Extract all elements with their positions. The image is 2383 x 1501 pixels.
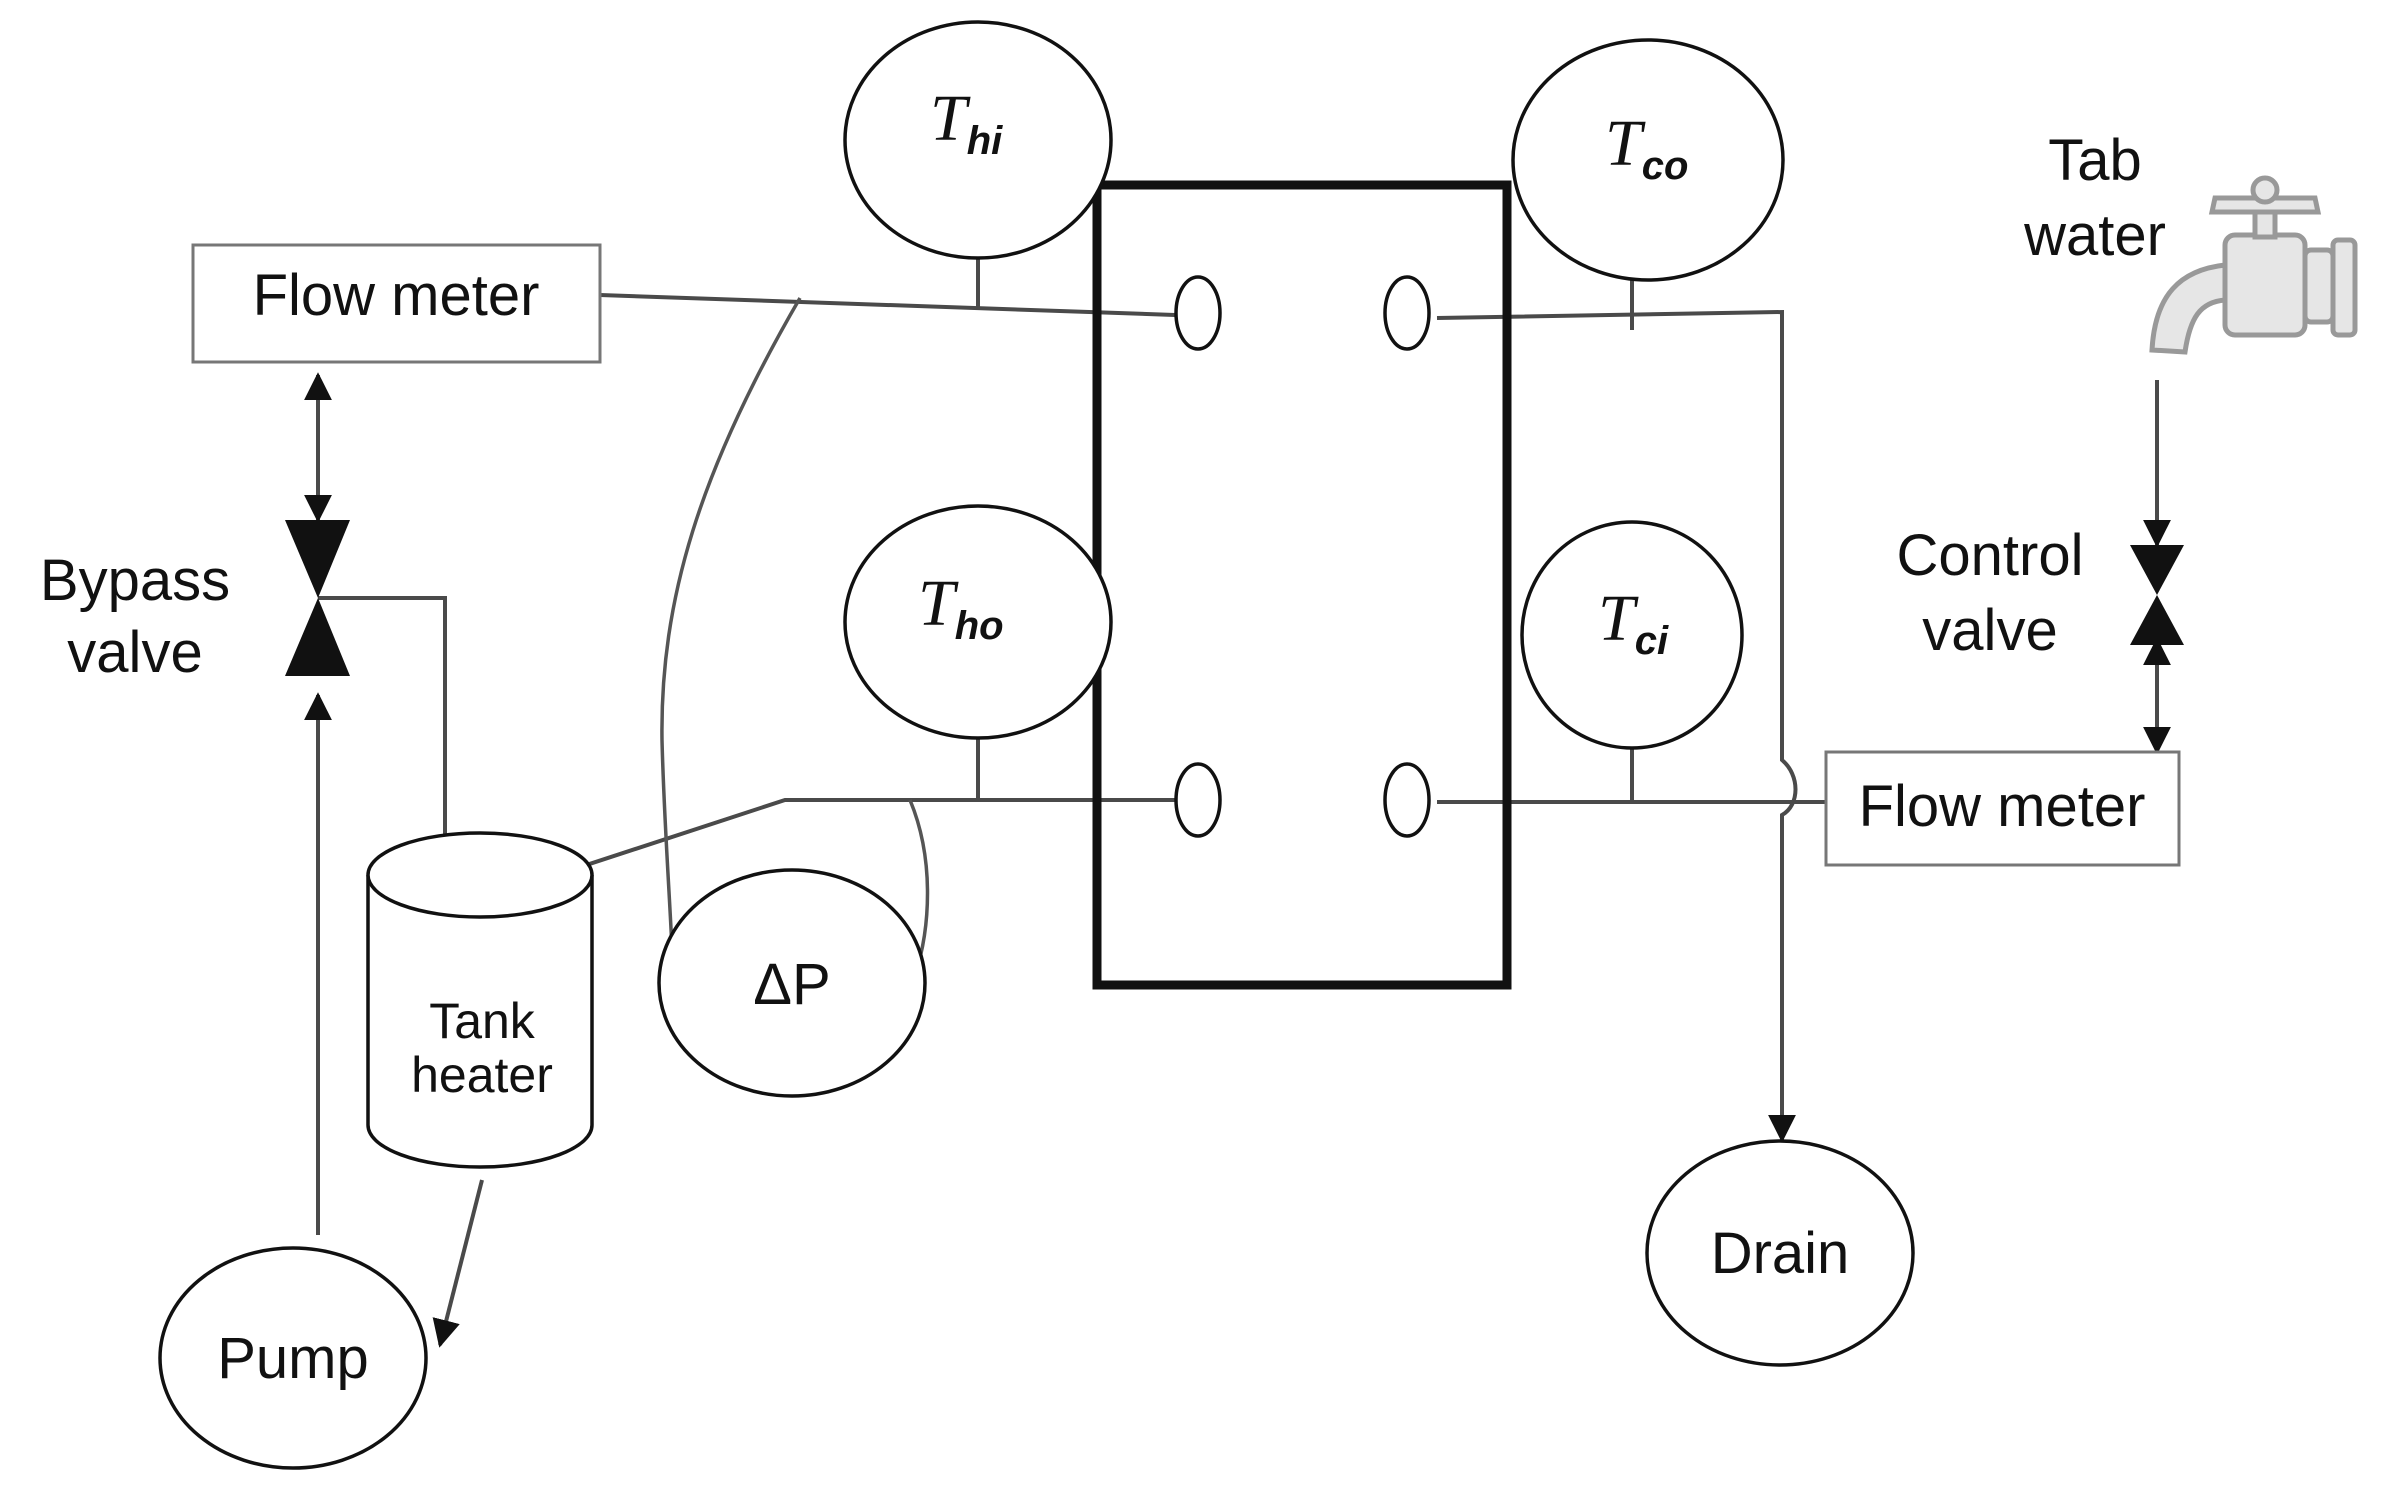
port-hot-in (1174, 275, 1222, 351)
t-ho-sensor (843, 504, 1113, 740)
tab-water-label-1: Tab (2048, 128, 2142, 193)
flow-meter-cold-label: Flow meter (1859, 774, 2146, 839)
delta-p-tube-left (660, 297, 802, 951)
flow-meter-cold-box (1824, 750, 2181, 867)
bypass-valve-label-2: valve (67, 620, 202, 685)
t-ci-sensor (1520, 520, 1744, 750)
pump (158, 1246, 428, 1470)
delta-p-sensor (657, 868, 927, 1098)
t-ci-label: Tci (1598, 582, 1669, 663)
flow-meter-hot-label: Flow meter (253, 263, 540, 328)
port-hot-out (1174, 762, 1222, 838)
tank-heater (366, 831, 594, 1169)
hot-inlet-pipe (599, 293, 1176, 317)
control-valve-label-2: valve (1922, 598, 2057, 663)
t-hi-label: Thi (930, 82, 1003, 163)
port-cold-in (1383, 762, 1431, 838)
tank-heater-label-1: Tank (429, 993, 536, 1049)
drain (1645, 1139, 1915, 1367)
tank-heater-label-2: heater (411, 1047, 553, 1103)
tab-water-label-2: water (2023, 203, 2166, 268)
bypass-to-tank-pipe (318, 596, 459, 888)
drain-label: Drain (1711, 1221, 1850, 1286)
pump-label: Pump (217, 1326, 369, 1391)
faucet-icon (2149, 175, 2358, 355)
t-co-sensor (1511, 38, 1785, 282)
delta-p-label: ΔP (753, 952, 830, 1017)
hot-outlet-pipe (507, 798, 1175, 896)
control-valve-icon (2130, 545, 2184, 645)
control-valve-label-1: Control (1897, 523, 2084, 588)
t-co-label: Tco (1605, 107, 1688, 188)
heat-exchanger (1092, 180, 1512, 990)
bypass-valve-icon (285, 520, 350, 676)
t-hi-sensor (843, 20, 1113, 260)
flow-meter-hot-box (191, 243, 602, 364)
tank-to-pump-pipe (432, 1179, 484, 1348)
t-ho-label: Tho (918, 567, 1004, 648)
bypass-valve-label-1: Bypass (40, 548, 230, 613)
cold-outlet-pipe (1436, 309, 1798, 1143)
port-cold-out (1383, 275, 1431, 351)
